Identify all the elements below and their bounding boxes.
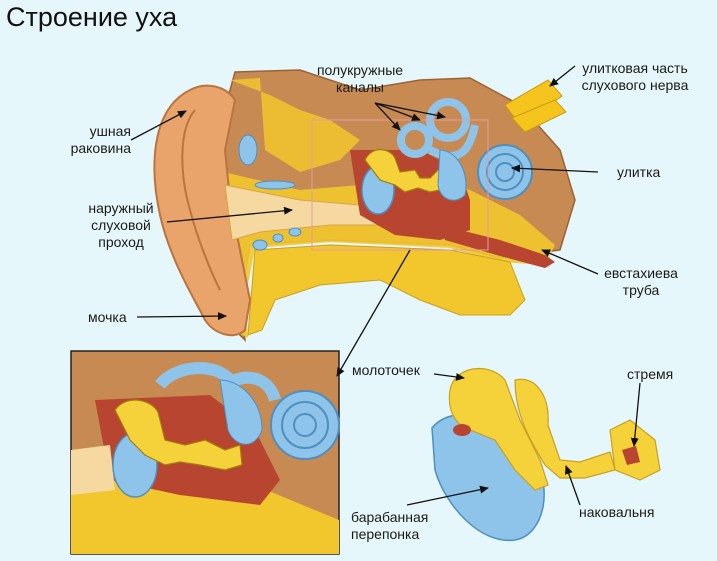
line-inset <box>336 249 411 377</box>
line-cochlea <box>511 164 599 173</box>
line-canals-3 <box>374 102 421 121</box>
isolated-malleus <box>448 367 549 491</box>
label-semicircular-canals: полукружные каналы <box>316 62 404 95</box>
label-eardrum: барабанная перепонка <box>351 509 429 542</box>
label-malleus: молоточек <box>352 362 420 378</box>
label-incus: наковальня <box>579 504 655 520</box>
stapes-footplate <box>622 446 640 465</box>
line-meatus <box>166 206 293 223</box>
line-eustachian <box>541 249 599 275</box>
diagram-title: Строение уха <box>6 2 178 32</box>
label-external-meatus: наружный слуховой проход <box>88 200 154 250</box>
line-stapes <box>630 382 641 447</box>
main-ear-section <box>153 69 576 343</box>
label-stapes: стремя <box>627 366 674 382</box>
inset-cochlea <box>270 390 340 460</box>
zoom-frame <box>311 119 489 251</box>
bone-cells <box>238 134 302 251</box>
line-incus <box>564 465 581 506</box>
inset-section <box>70 350 340 555</box>
inset-vestibule <box>219 379 263 445</box>
cochlea-shape <box>477 144 533 200</box>
label-cochlear-nerve: улитковая часть слухового нерва <box>581 60 689 93</box>
line-auricle <box>130 110 187 141</box>
line-lobe <box>136 312 227 321</box>
isolated-ossicles <box>431 367 661 542</box>
line-canals-1 <box>374 102 401 131</box>
label-cochlea: улитка <box>617 164 661 180</box>
auricle-fold <box>181 109 221 291</box>
lower-bone <box>247 244 526 336</box>
label-earlobe: мочка <box>88 309 127 325</box>
vestibule-shape <box>437 149 467 201</box>
malleus-head-mark <box>453 424 471 436</box>
auricle-shape <box>153 84 252 337</box>
inset-canal <box>71 445 115 495</box>
label-eustachian-tube: евстахиева труба <box>604 265 678 298</box>
nerve-shape <box>504 79 567 133</box>
ossicles-shape <box>364 149 446 193</box>
line-eardrum <box>406 485 489 506</box>
upper-bone-band <box>230 78 360 172</box>
line-nerve <box>549 65 576 87</box>
eustachian-tube-shape <box>440 225 555 268</box>
leader-lines <box>130 65 641 506</box>
label-auricle: ушная раковина <box>70 123 131 156</box>
line-malleus <box>433 372 465 381</box>
line-canals-2 <box>374 102 446 120</box>
inset-ossicles <box>114 399 243 471</box>
